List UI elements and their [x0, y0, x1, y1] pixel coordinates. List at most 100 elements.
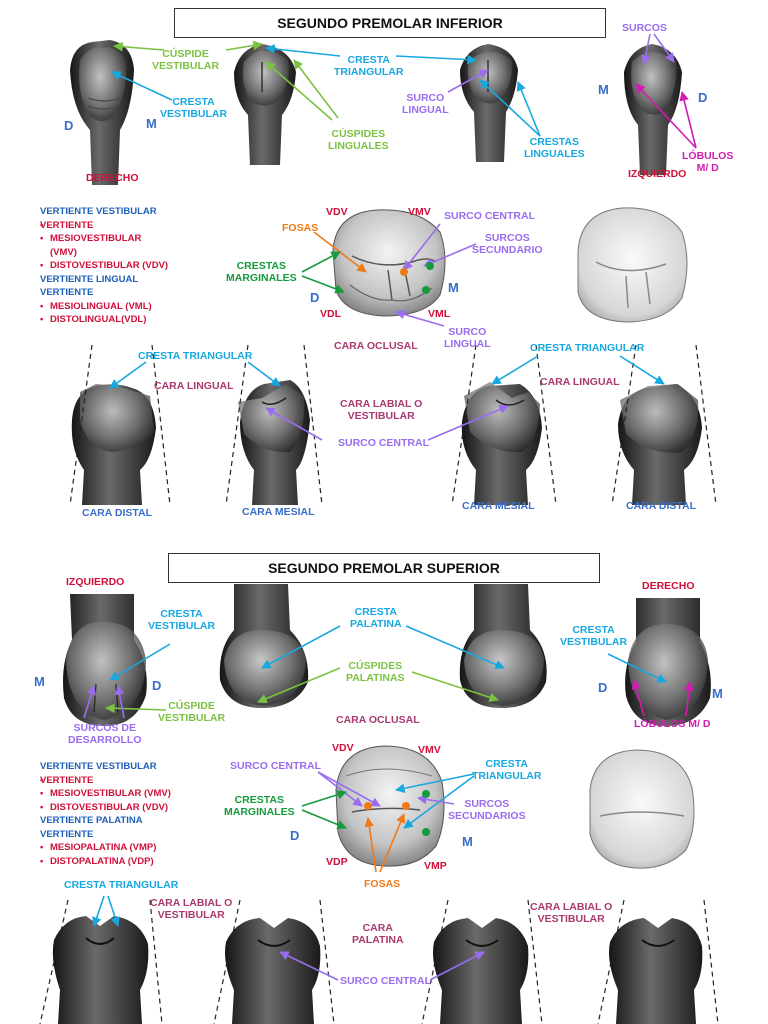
- label-cresta-palatina: CRESTA PALATINA: [350, 606, 402, 630]
- vertiente-vestibular-sub: VERTIENTE: [40, 219, 230, 233]
- label-vmp: VMP: [424, 860, 447, 872]
- label-lobulos: LÓBULOS M/ D: [682, 150, 734, 174]
- label-vdl: VDL: [320, 308, 341, 320]
- label-derecho-inferior: DERECHO: [86, 172, 139, 184]
- inferior-tooth-vestibular-left: [624, 44, 682, 175]
- inferior-tooth-vestibular-right: [70, 40, 134, 185]
- label-cara-oclusal-superior: CARA OCLUSAL: [336, 714, 420, 726]
- vertiente-lingual-heading: VERTIENTE LINGUAL: [40, 273, 139, 285]
- occlusal-dots: [364, 262, 434, 836]
- superior-vertientes-list: VERTIENTE VESTIBULAR VERTIENTE MESIOVEST…: [40, 760, 230, 868]
- inferior-proximal-row: [69, 344, 717, 506]
- label-d-occlusal-inferior: D: [310, 290, 320, 305]
- vertiente-item-vmv-superior: MESIOVESTIBULAR (VMV): [40, 787, 230, 801]
- label-m-2: M: [598, 82, 609, 97]
- label-fosas-superior: FOSAS: [364, 878, 401, 890]
- label-cresta-vestibular: CRESTA VESTIBULAR: [160, 96, 228, 120]
- vertiente-vestibular-heading: VERTIENTE VESTIBULAR: [40, 206, 157, 217]
- superior-proximal-row: [39, 899, 719, 1024]
- inferior-occlusal-view-plain: [577, 207, 688, 323]
- label-cresta-triangular-superior-row: CRESTA TRIANGULAR: [64, 879, 179, 891]
- label-m-superior-1: M: [34, 674, 45, 689]
- label-cresta-triangular-superior: CRESTA TRIANGULAR: [472, 758, 542, 782]
- label-crestas-marginales-superior: CRESTAS MARGINALES: [224, 794, 295, 818]
- label-surco-central-row-inferior: SURCO CENTRAL: [338, 437, 429, 449]
- superior-title: SEGUNDO PREMOLAR SUPERIOR: [168, 553, 600, 583]
- inferior-arrows: [109, 33, 697, 441]
- superior-occlusal-view-plain: [589, 749, 695, 869]
- label-crestas-marginales-inferior: CRESTAS MARGINALES: [226, 260, 297, 284]
- label-d-superior-1: D: [152, 678, 162, 693]
- label-vmv-superior: VMV: [418, 744, 441, 756]
- label-surcos: SURCOS: [622, 22, 667, 34]
- label-cuspides-linguales: CÚSPIDES LINGUALES: [328, 128, 389, 152]
- superior-tooth-palatal-2: [459, 584, 547, 708]
- label-cresta-vestibular-superior-right: CRESTA VESTIBULAR: [560, 624, 628, 648]
- label-surcos-secundarios: SURCOS SECUNDARIOS: [448, 798, 526, 822]
- vertiente-item-vdv: DISTOVESTIBULAR (VDV): [40, 259, 230, 273]
- vertiente-item-vmv: MESIOVESTIBULAR (VMV): [40, 232, 230, 259]
- inferior-tooth-lingual-view-2: [460, 44, 518, 162]
- label-cresta-vestibular-superior-left: CRESTA VESTIBULAR: [148, 608, 216, 632]
- label-m-occlusal-inferior: M: [448, 280, 459, 295]
- superior-tooth-palatal-1: [219, 584, 309, 708]
- label-vdv-inferior: VDV: [326, 206, 348, 218]
- vertiente-item-vmp: MESIOPALATINA (VMP): [40, 841, 230, 855]
- label-d-2: D: [698, 90, 708, 105]
- vertiente-palatina-heading: VERTIENTE PALATINA: [40, 815, 143, 826]
- label-fosas-inferior: FOSAS: [282, 222, 319, 234]
- label-surco-lingual-occlusal: SURCO LINGUAL: [444, 326, 491, 350]
- label-vdp: VDP: [326, 856, 348, 868]
- label-m-1: M: [146, 116, 157, 131]
- label-vdv-superior: VDV: [332, 742, 354, 754]
- label-vml: VML: [428, 308, 451, 320]
- vertiente-vestibular-heading-superior: VERTIENTE VESTIBULAR: [40, 761, 157, 772]
- vertiente-item-vdp: DISTOPALATINA (VDP): [40, 855, 230, 869]
- inferior-tooth-lingual-view-1: [234, 44, 296, 165]
- label-cara-palatina: CARA PALATINA: [352, 922, 404, 946]
- label-surco-central-inferior: SURCO CENTRAL: [444, 210, 535, 222]
- label-izquierdo-inferior: IZQUIERDO: [628, 168, 687, 180]
- label-cara-labial-superior-left: CARA LABIAL O VESTIBULAR: [150, 897, 233, 921]
- label-izquierdo-superior: IZQUIERDO: [66, 576, 125, 588]
- label-m-superior-2: M: [712, 686, 723, 701]
- label-cresta-triangular: CRESTA TRIANGULAR: [334, 54, 404, 78]
- vertiente-item-vml: MESIOLINGUAL (VML): [40, 300, 230, 314]
- label-d-occlusal-superior: D: [290, 828, 300, 843]
- label-cara-labial-superior-right: CARA LABIAL O VESTIBULAR: [530, 901, 613, 925]
- label-cara-lingual-right: CARA LINGUAL: [540, 376, 620, 388]
- label-cara-lingual-left: CARA LINGUAL: [154, 380, 234, 392]
- label-surco-lingual: SURCO LINGUAL: [402, 92, 449, 116]
- label-m-occlusal-superior: M: [462, 834, 473, 849]
- label-derecho-superior: DERECHO: [642, 580, 695, 592]
- label-cresta-triangular-row-left: CRESTA TRIANGULAR: [138, 350, 253, 362]
- vertiente-item-vdl: DISTOLINGUAL(VDL): [40, 313, 230, 327]
- label-cara-labial-inferior: CARA LABIAL O VESTIBULAR: [340, 398, 423, 422]
- label-surcos-desarrollo: SURCOS DE DESARROLLO: [68, 722, 142, 746]
- vertiente-vestibular-sub-superior: VERTIENTE: [40, 774, 230, 788]
- label-cara-distal-right: CARA DISTAL: [626, 500, 696, 512]
- label-cara-distal-left: CARA DISTAL: [82, 507, 152, 519]
- inferior-vertientes-list: VERTIENTE VESTIBULAR VERTIENTE MESIOVEST…: [40, 205, 230, 327]
- label-cuspide-vestibular-superior: CÚSPIDE VESTIBULAR: [158, 700, 226, 724]
- inferior-title: SEGUNDO PREMOLAR INFERIOR: [174, 8, 606, 38]
- vertiente-lingual-sub: VERTIENTE: [40, 287, 94, 298]
- vertiente-palatina-sub: VERTIENTE: [40, 828, 94, 840]
- label-cara-mesial-left: CARA MESIAL: [242, 506, 315, 518]
- superior-tooth-left: [63, 594, 147, 726]
- label-crestas-linguales: CRESTAS LINGUALES: [524, 136, 585, 160]
- label-d-superior-2: D: [598, 680, 608, 695]
- label-vmv-inferior: VMV: [408, 206, 431, 218]
- label-d-1: D: [64, 118, 74, 133]
- label-cuspide-vestibular: CÚSPIDE VESTIBULAR: [152, 48, 220, 72]
- label-cresta-triangular-row-right: CRESTA TRIANGULAR: [530, 342, 645, 354]
- label-surco-central-superior-row: SURCO CENTRAL: [340, 975, 431, 987]
- label-lobulos-superior: LÓBULOS M/ D: [634, 718, 711, 730]
- label-cara-oclusal-inferior: CARA OCLUSAL: [334, 340, 418, 352]
- label-cara-mesial-right: CARA MESIAL: [462, 500, 535, 512]
- superior-occlusal-view: [335, 745, 445, 867]
- label-surcos-secundario: SURCOS SECUNDARIO: [472, 232, 543, 256]
- label-surco-central-superior: SURCO CENTRAL: [230, 760, 321, 772]
- vertiente-item-vdv-superior: DISTOVESTIBULAR (VDV): [40, 801, 230, 815]
